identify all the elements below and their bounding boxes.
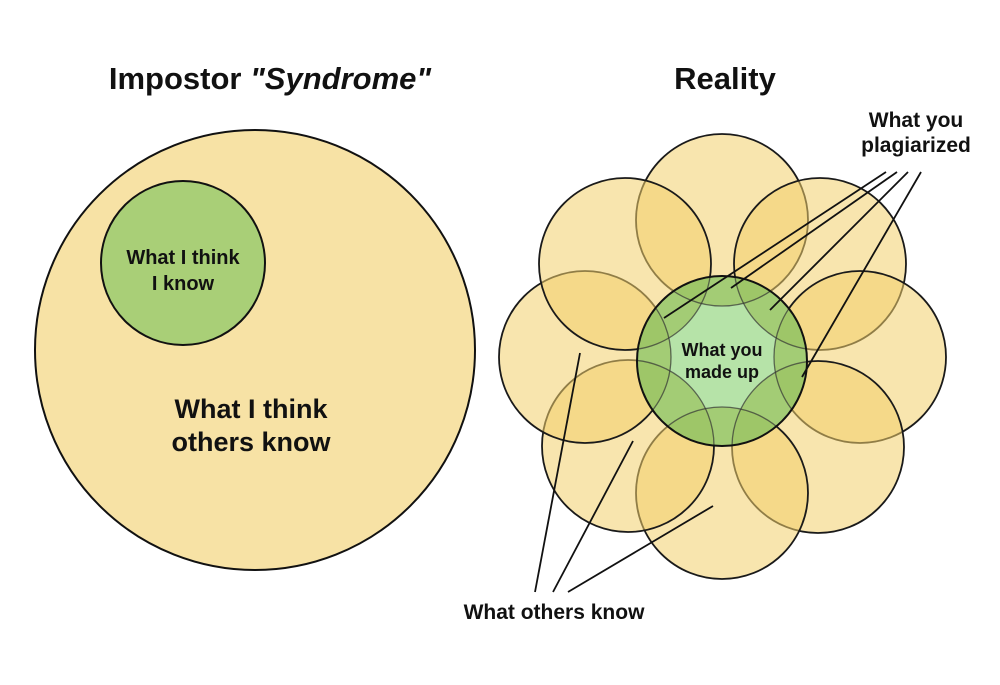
- plagiarized-label-line2: plagiarized: [861, 134, 971, 157]
- what-you-made-up-circle: [636, 275, 808, 447]
- inner-label-line2: I know: [152, 273, 215, 295]
- impostor-title: Impostor "Syndrome": [109, 61, 433, 96]
- made-up-inner-region: [637, 276, 807, 446]
- reality-panel: Reality: [464, 61, 971, 624]
- impostor-syndrome-panel: Impostor "Syndrome" What I think I know …: [34, 61, 476, 571]
- plagiarized-pointer-lines: [663, 171, 922, 378]
- what-i-think-others-know-circle: [34, 129, 476, 571]
- made-up-label-line1: What you: [682, 340, 763, 360]
- others-know-label: What others know: [464, 601, 646, 624]
- plagiarized-label-line1: What you: [869, 109, 964, 132]
- outer-label-line1: What I think: [175, 394, 329, 424]
- what-i-think-i-know-circle: [100, 180, 266, 346]
- made-up-label-line2: made up: [685, 362, 759, 382]
- others-pointer-lines: [534, 352, 714, 593]
- reality-title: Reality: [674, 61, 776, 96]
- outer-label-line2: others know: [171, 427, 331, 457]
- inner-label-line1: What I think: [126, 247, 240, 269]
